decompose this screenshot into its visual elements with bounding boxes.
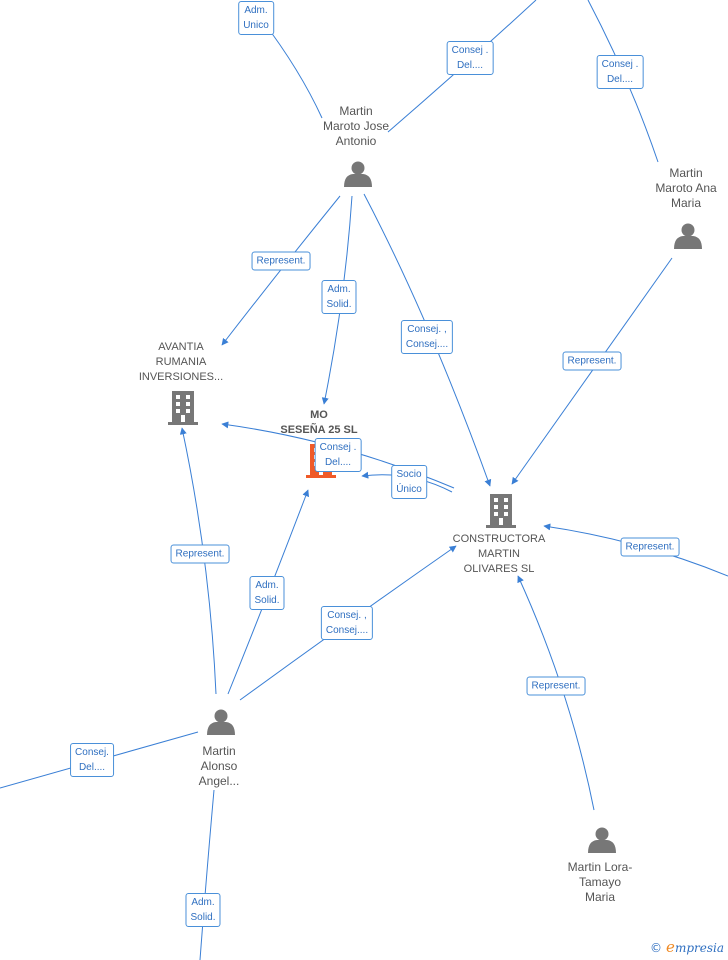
edge-adm-solid-bottom	[199, 789, 215, 960]
brand-name: mpresia	[674, 941, 724, 955]
edge-represent-avantia	[221, 195, 341, 346]
edge-label-represent-alonso-avantia[interactable]: Represent.	[170, 544, 230, 564]
node-label-martin-maroto-jose[interactable]: Martin Maroto Jose Antonio	[322, 104, 390, 148]
brand-initial: e	[666, 938, 675, 956]
edge-label-adm-unico[interactable]: Adm.Unico	[238, 1, 274, 35]
node-label-mo-sesena[interactable]: MO SESEÑA 25 SL	[280, 409, 358, 436]
person-icon[interactable]	[207, 709, 235, 736]
brand-logo: ©empresia	[650, 938, 724, 956]
edge-label-represent-avantia[interactable]: Represent.	[251, 251, 311, 271]
edge-label-represent-lora[interactable]: Represent.	[526, 676, 586, 696]
person-icon[interactable]	[344, 161, 372, 188]
person-icon[interactable]	[674, 223, 702, 250]
edge-label-adm-solid-alonso-mo[interactable]: Adm.Solid.	[249, 576, 285, 610]
person-icon[interactable]	[588, 827, 616, 854]
copyright-icon: ©	[650, 941, 663, 955]
node-label-martin-alonso[interactable]: Martin Alonso Angel...	[198, 744, 240, 788]
node-label-constructora[interactable]: CONSTRUCTORA MARTIN OLIVARES SL	[452, 533, 546, 575]
edge-label-represent-right[interactable]: Represent.	[620, 537, 680, 557]
edge-label-consej-del-1[interactable]: Consej .Del....	[446, 41, 494, 75]
node-label-avantia[interactable]: AVANTIA RUMANIA INVERSIONES...	[138, 341, 224, 383]
edge-label-consej-del-left[interactable]: Consej.Del....	[70, 743, 114, 777]
edge-represent-ana	[511, 257, 673, 485]
building-icon[interactable]	[168, 391, 198, 425]
edge-label-consej-constructora[interactable]: Consej. ,Consej....	[400, 320, 454, 354]
edge-label-consej-del-2[interactable]: Consej .Del....	[596, 55, 644, 89]
edge-label-consej-alonso-constructora[interactable]: Consej. ,Consej....	[320, 606, 374, 640]
edge-label-consej-del-avantia[interactable]: Consej .Del....	[314, 438, 362, 472]
edge-label-represent-ana[interactable]: Represent.	[562, 351, 622, 371]
node-label-martin-maroto-ana[interactable]: Martin Maroto Ana Maria	[655, 166, 717, 210]
building-icon[interactable]	[486, 494, 516, 528]
edge-label-adm-solid-mo[interactable]: Adm.Solid.	[321, 280, 357, 314]
node-label-martin-lora[interactable]: Martin Lora- Tamayo Maria	[567, 860, 633, 904]
edge-label-adm-solid-bottom[interactable]: Adm.Solid.	[185, 893, 221, 927]
